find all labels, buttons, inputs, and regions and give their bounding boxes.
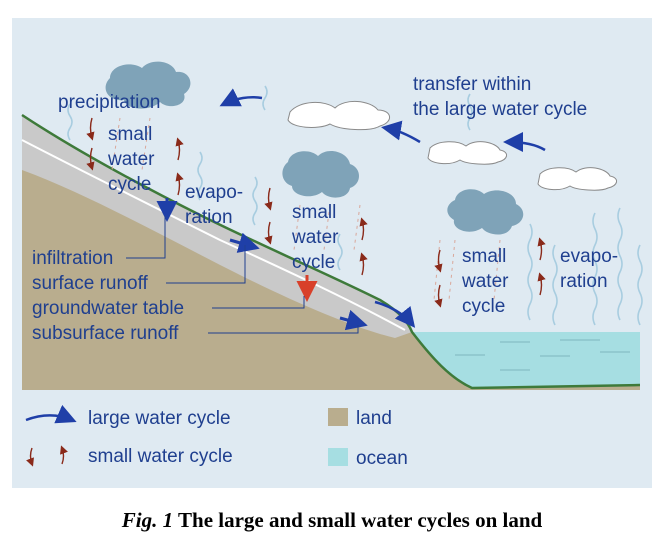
- small-cycle-1-word1: small: [108, 124, 152, 145]
- evaporation-right-line1: evapo-: [560, 246, 618, 267]
- cloud-transfer-3: [537, 167, 617, 191]
- small-cycle-3-word2: water: [461, 271, 509, 292]
- small-cycle-3-word1: small: [462, 246, 506, 267]
- cloud-transfer-1: [287, 101, 390, 131]
- small-cycle-1-word2: water: [107, 149, 155, 170]
- subsurface-runoff-arrow: [339, 309, 368, 331]
- surface-runoff-label: surface runoff: [32, 273, 149, 294]
- legend-ocean-label: ocean: [356, 448, 408, 469]
- large-cycle-arrows: [219, 88, 546, 328]
- small-cycle-2-word3: cycle: [292, 252, 335, 273]
- evaporation-left-line2: ration: [185, 207, 233, 228]
- figure-caption: Fig. 1 The large and small water cycles …: [0, 508, 664, 533]
- land-area: [22, 115, 640, 390]
- legend-ocean-swatch: [328, 448, 348, 466]
- legend-small-cycle-up-arrow: [60, 445, 68, 465]
- transfer-label-line2: the large water cycle: [413, 99, 587, 120]
- legend-small-cycle-down-arrow: [26, 447, 34, 467]
- small-cycle-1-word3: cycle: [108, 174, 151, 195]
- groundwater-table-label: groundwater table: [32, 298, 184, 319]
- legend-land-label: land: [356, 408, 392, 429]
- legend: large water cycle small water cycle land…: [25, 404, 408, 469]
- small-cycle-arrows: [86, 117, 546, 308]
- subsurface-runoff-label: subsurface runoff: [32, 323, 179, 344]
- surface-runoff-arrow: [229, 232, 260, 253]
- cloud-middle: [282, 150, 359, 198]
- cloud-ocean: [447, 189, 524, 235]
- infiltration-label: infiltration: [32, 248, 113, 269]
- legend-large-cycle-arrow: [25, 404, 77, 424]
- legend-land-swatch: [328, 408, 348, 426]
- legend-small-cycle-label: small water cycle: [88, 446, 233, 467]
- leader-lines: [126, 216, 359, 334]
- evaporation-waves: [67, 85, 643, 326]
- small-cycle-3-word3: cycle: [462, 296, 505, 317]
- legend-large-cycle-label: large water cycle: [88, 408, 231, 429]
- figure-caption-text: The large and small water cycles on land: [173, 508, 543, 532]
- ocean-ripples: [455, 339, 630, 371]
- land-surface-line: [21, 113, 641, 390]
- evaporation-left-line1: evapo-: [185, 182, 243, 203]
- small-cycle-2-word2: water: [291, 227, 339, 248]
- cloud-transfer-2: [427, 141, 507, 165]
- precipitation-label: precipitation: [58, 92, 160, 113]
- figure-number: Fig. 1: [121, 508, 174, 532]
- evaporation-right-line2: ration: [560, 271, 608, 292]
- groundwater-table-line: [21, 139, 406, 331]
- cloud-precipitation: [105, 61, 191, 109]
- small-cycle-2-word1: small: [292, 202, 336, 223]
- ocean-area: [410, 332, 640, 388]
- transfer-label-line1: transfer within: [413, 74, 531, 95]
